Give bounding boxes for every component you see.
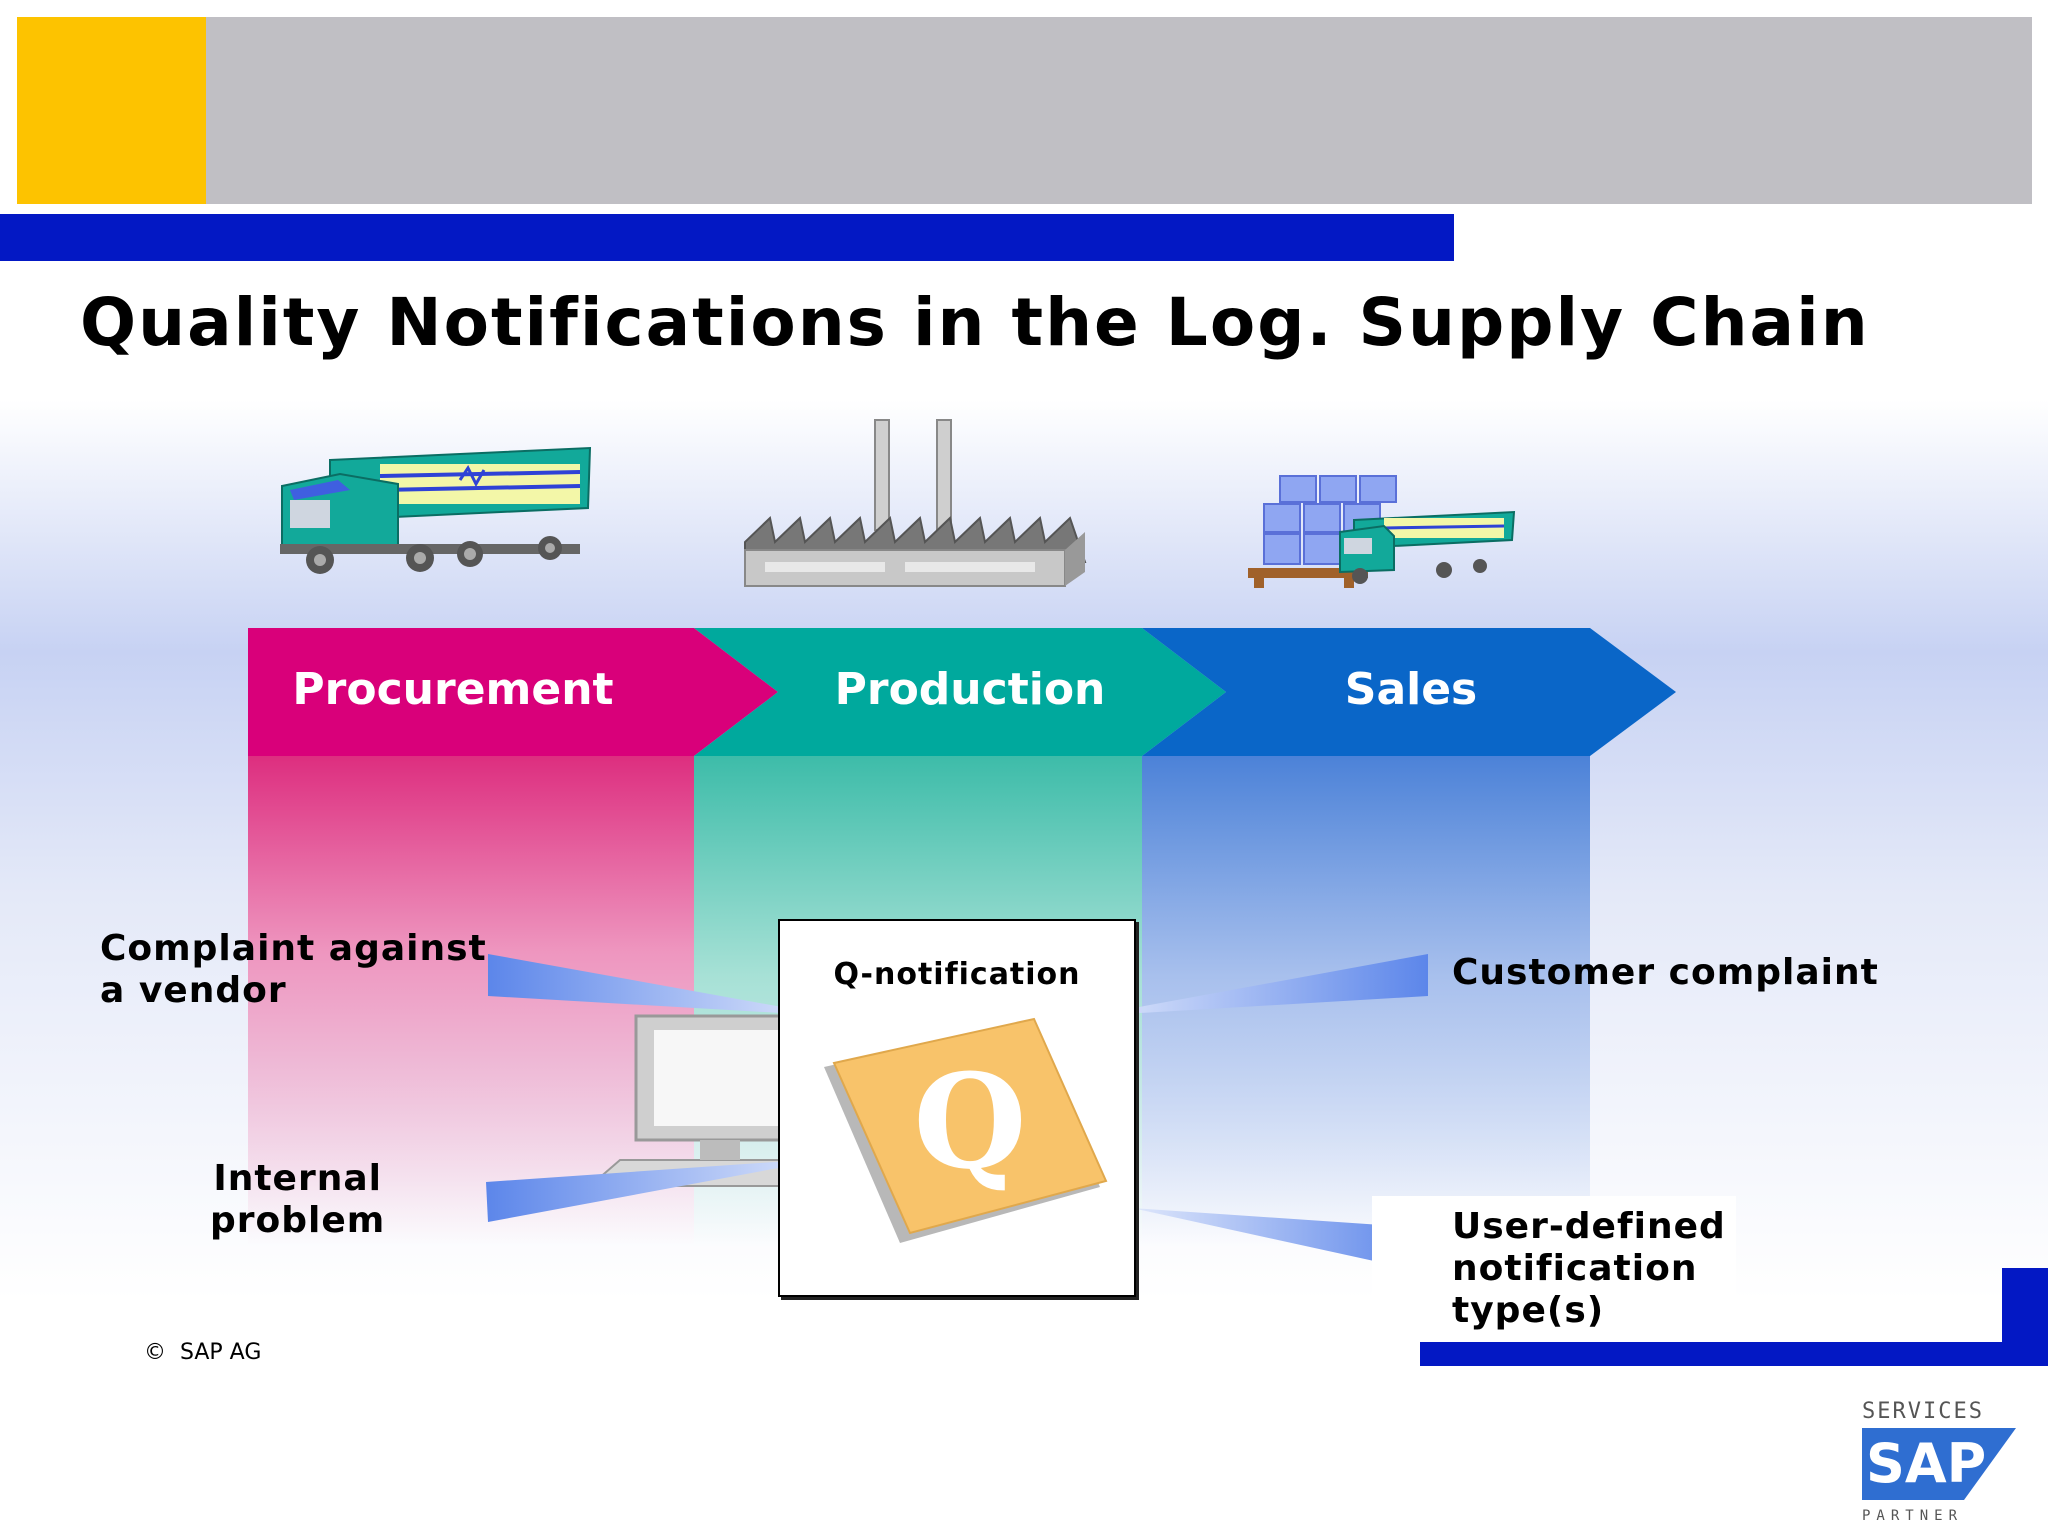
header-blue-bar [0, 214, 1454, 261]
beam-user-defined [1132, 1208, 1426, 1272]
phase-label-sales: Sales [1344, 664, 1478, 715]
svg-text:PARTNER: PARTNER [1862, 1508, 1963, 1524]
warehouse-truck-icon [1248, 475, 1516, 588]
truck-icon [280, 446, 592, 574]
q-notification-label: Q-notification [833, 957, 1081, 992]
sap-services-logo: SERVICES SAP PARTNER [1862, 1399, 2016, 1524]
factory-icon [744, 419, 1087, 587]
header-yellow-block [17, 17, 206, 204]
copyright-icon: © [144, 1340, 166, 1365]
beam-customer [1090, 954, 1428, 1016]
user-defined-backdrop [1372, 1196, 1736, 1336]
q-letter: Q [913, 1045, 1026, 1198]
phase-label-production: Production [834, 664, 1106, 715]
q-book-icon: Q [824, 1017, 1108, 1243]
production-arrow [694, 628, 1226, 756]
copyright-text: © SAP AG [144, 1340, 262, 1365]
customer-complaint-text: Customer complaint [1452, 952, 1879, 993]
footer-blue-bar [1420, 1342, 2048, 1366]
sales-arrow [1142, 628, 1676, 756]
footer-blue-accent-right [2002, 1268, 2048, 1344]
internal-problem-text: Internal problem [210, 1158, 386, 1241]
q-notification-box[interactable]: Q-notification Q [778, 919, 1136, 1297]
page-title: Quality Notifications in the Log. Supply… [80, 284, 1870, 361]
header-gray-bar [206, 17, 2032, 204]
svg-text:SERVICES: SERVICES [1862, 1399, 1984, 1424]
beam-vendor [488, 954, 832, 1016]
beam-internal [486, 1158, 832, 1222]
svg-text:SAP: SAP [1866, 1432, 1986, 1495]
user-defined-text: User-defined notification type(s) [1452, 1206, 1726, 1331]
procurement-arrow [248, 628, 778, 756]
phase-label-procurement: Procurement [292, 664, 614, 715]
vendor-complaint-text: Complaint against a vendor [100, 928, 487, 1011]
